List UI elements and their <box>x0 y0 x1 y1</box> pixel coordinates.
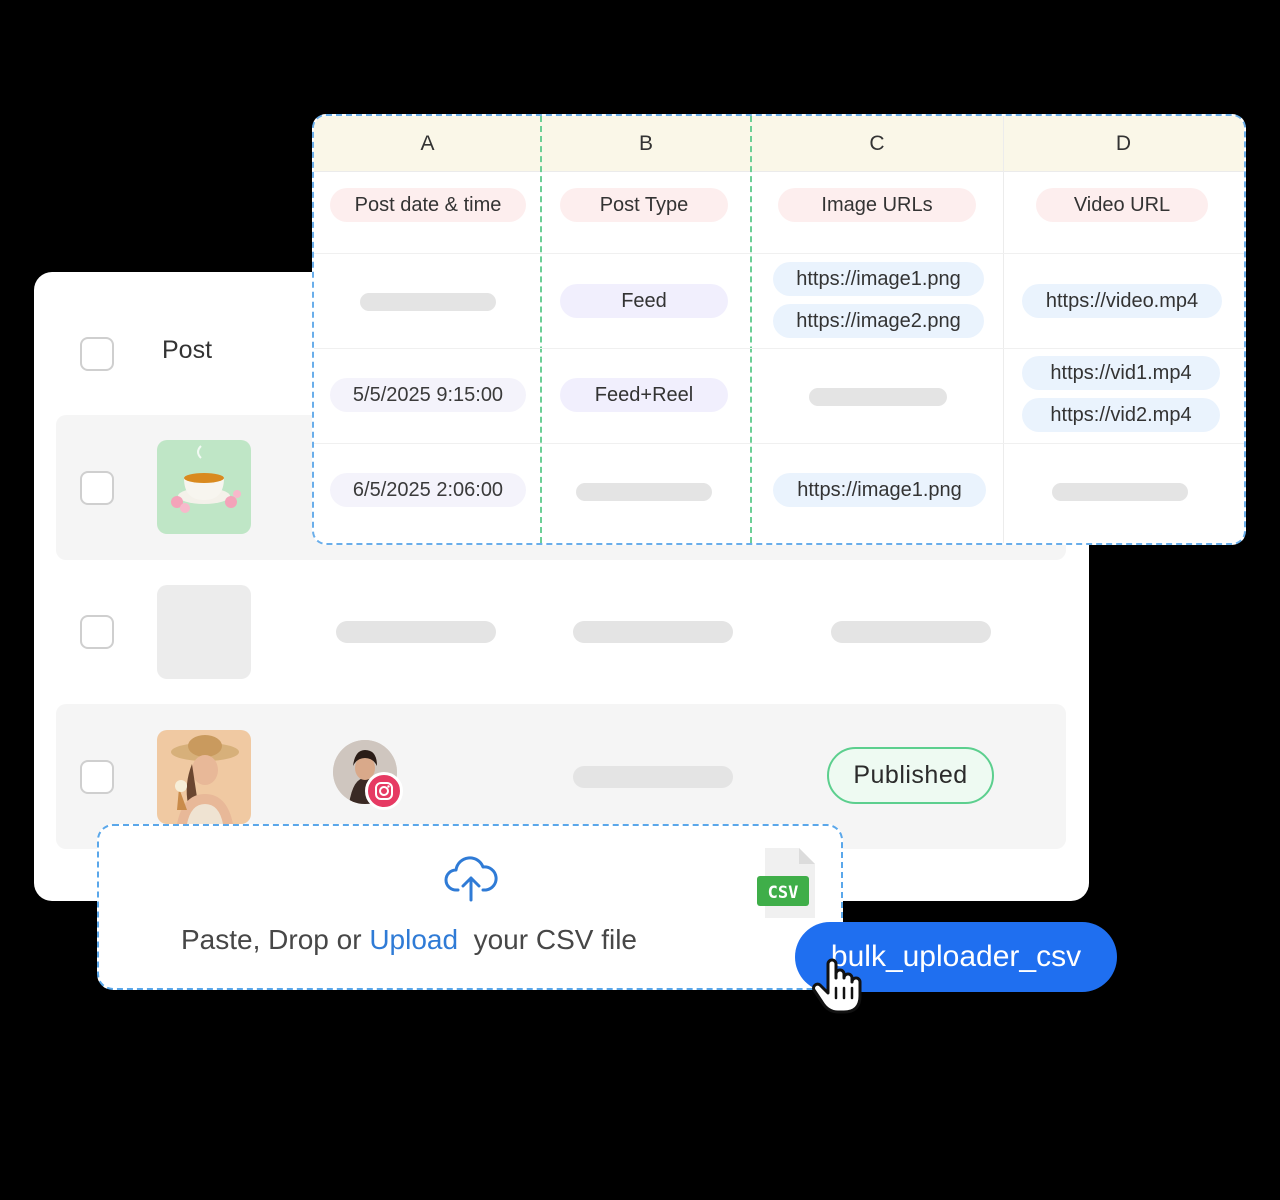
cell-image-url[interactable]: https://image1.png <box>773 262 984 296</box>
cell-video-url[interactable]: https://video.mp4 <box>1022 284 1222 318</box>
hand-pointer-icon <box>812 958 866 1019</box>
column-divider <box>540 116 542 543</box>
column-letter-a: A <box>420 132 435 155</box>
row-divider <box>314 443 1244 444</box>
column-letter-c: C <box>869 132 885 155</box>
csv-file-icon: CSV <box>755 846 819 925</box>
column-divider <box>1003 116 1004 543</box>
row-divider <box>314 253 1244 254</box>
post-thumbnail-placeholder <box>157 585 251 679</box>
header-post-date-time: Post date & time <box>330 188 526 222</box>
empty-cell-placeholder <box>576 483 712 501</box>
cell-post-type[interactable]: Feed+Reel <box>560 378 728 412</box>
cell-image-url[interactable]: https://image1.png <box>773 473 986 507</box>
placeholder-bar <box>573 766 733 788</box>
header-video-url: Video URL <box>1036 188 1208 222</box>
upload-text-suffix: your CSV file <box>458 924 637 955</box>
selected-file-button[interactable]: bulk_uploader_csv <box>795 922 1117 992</box>
column-letter-d: D <box>1115 132 1132 155</box>
status-badge: Published <box>827 747 994 804</box>
placeholder-bar <box>831 621 991 643</box>
row-checkbox[interactable] <box>80 471 114 505</box>
post-thumbnail-tea <box>157 440 251 534</box>
column-divider <box>750 116 752 543</box>
cloud-upload-icon[interactable] <box>444 856 498 907</box>
cell-post-date[interactable]: 5/5/2025 9:15:00 <box>330 378 526 412</box>
row-checkbox[interactable] <box>80 615 114 649</box>
select-all-checkbox[interactable] <box>80 337 114 371</box>
column-letter-b: B <box>638 132 653 155</box>
post-column-header: Post <box>162 336 213 364</box>
empty-cell-placeholder <box>809 388 947 406</box>
csv-badge-text: CSV <box>768 883 799 903</box>
header-post-type: Post Type <box>560 188 728 222</box>
empty-cell-placeholder <box>1052 483 1188 501</box>
csv-drop-zone[interactable]: Paste, Drop or Upload your CSV file CSV <box>97 824 843 990</box>
upload-link[interactable]: Upload <box>369 924 459 955</box>
row-checkbox[interactable] <box>80 760 114 794</box>
cell-image-url[interactable]: https://image2.png <box>773 304 984 338</box>
row-divider <box>314 348 1244 349</box>
header-image-urls: Image URLs <box>778 188 976 222</box>
cell-video-url[interactable]: https://vid2.mp4 <box>1022 398 1220 432</box>
cell-video-url[interactable]: https://vid1.mp4 <box>1022 356 1220 390</box>
placeholder-bar <box>336 621 496 643</box>
upload-instruction: Paste, Drop or Upload your CSV file <box>99 924 719 956</box>
cell-post-date[interactable]: 6/5/2025 2:06:00 <box>330 473 526 507</box>
empty-cell-placeholder <box>360 293 496 311</box>
instagram-icon <box>365 772 403 810</box>
column-letter-row <box>314 116 1244 172</box>
placeholder-bar <box>573 621 733 643</box>
post-thumbnail-woman <box>157 730 251 824</box>
upload-text-prefix: Paste, Drop or <box>181 924 370 955</box>
csv-spreadsheet: A B C D Post date & time Post Type Image… <box>312 114 1246 545</box>
cell-post-type[interactable]: Feed <box>560 284 728 318</box>
